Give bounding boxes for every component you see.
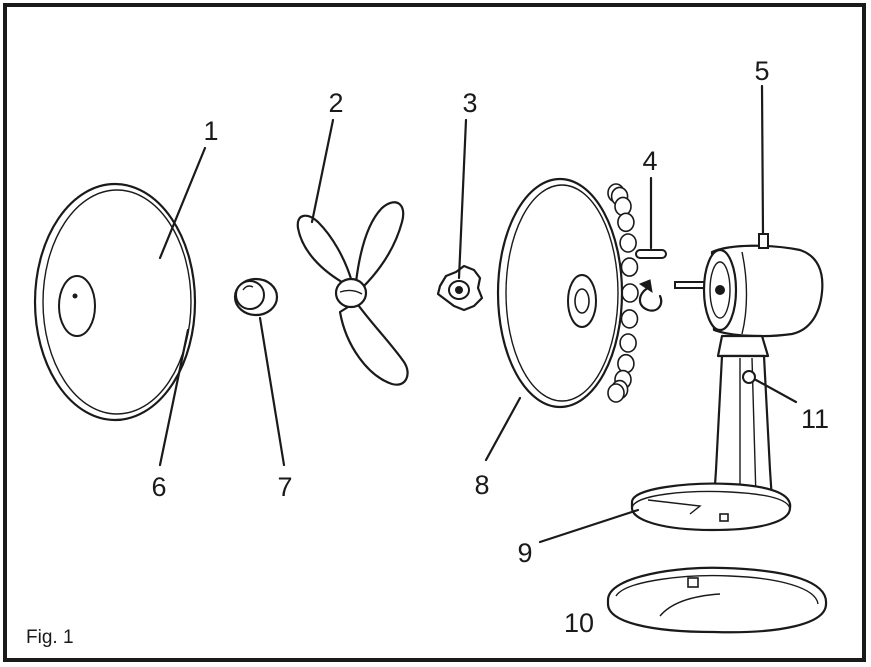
rear-guard-scallops bbox=[607, 183, 639, 403]
figure-caption: Fig. 1 bbox=[26, 627, 74, 648]
guard-scallop bbox=[620, 257, 639, 277]
callout-labels: 1 2 3 4 5 6 7 8 9 10 11 bbox=[151, 56, 829, 638]
callout-2: 2 bbox=[328, 88, 343, 118]
callout-11: 11 bbox=[801, 404, 829, 434]
blade-cap bbox=[233, 277, 279, 317]
front-guard bbox=[33, 182, 197, 422]
guard-scallop bbox=[620, 309, 639, 329]
callout-7: 7 bbox=[277, 472, 292, 502]
guard-scallop bbox=[617, 353, 635, 374]
guard-scallop bbox=[619, 233, 637, 253]
guard-scallop bbox=[619, 333, 637, 353]
base-bottom bbox=[606, 566, 828, 634]
leader-lines bbox=[158, 84, 798, 544]
callout-1: 1 bbox=[203, 116, 218, 146]
spinner-nut bbox=[436, 264, 484, 312]
motor-housing bbox=[674, 233, 824, 338]
front-guard-center-badge bbox=[58, 275, 96, 337]
fan-stand bbox=[712, 334, 774, 502]
callout-8: 8 bbox=[474, 470, 489, 500]
guard-scallop bbox=[614, 196, 632, 217]
callout-5: 5 bbox=[754, 56, 769, 86]
guard-scallop bbox=[607, 383, 625, 403]
guard-scallop bbox=[621, 283, 639, 303]
callout-9: 9 bbox=[517, 538, 532, 568]
guard-scallop bbox=[617, 212, 635, 233]
base-top bbox=[630, 482, 792, 532]
callout-6: 6 bbox=[151, 472, 166, 502]
callout-4: 4 bbox=[642, 146, 657, 176]
rotation-arrow-icon bbox=[638, 279, 663, 312]
fan-blade bbox=[296, 201, 409, 386]
tilt-screw bbox=[742, 370, 756, 384]
rear-guard bbox=[496, 177, 639, 409]
oscillation-knob bbox=[758, 233, 769, 249]
callout-10: 10 bbox=[564, 608, 594, 638]
pin bbox=[635, 249, 667, 259]
callout-3: 3 bbox=[462, 88, 477, 118]
